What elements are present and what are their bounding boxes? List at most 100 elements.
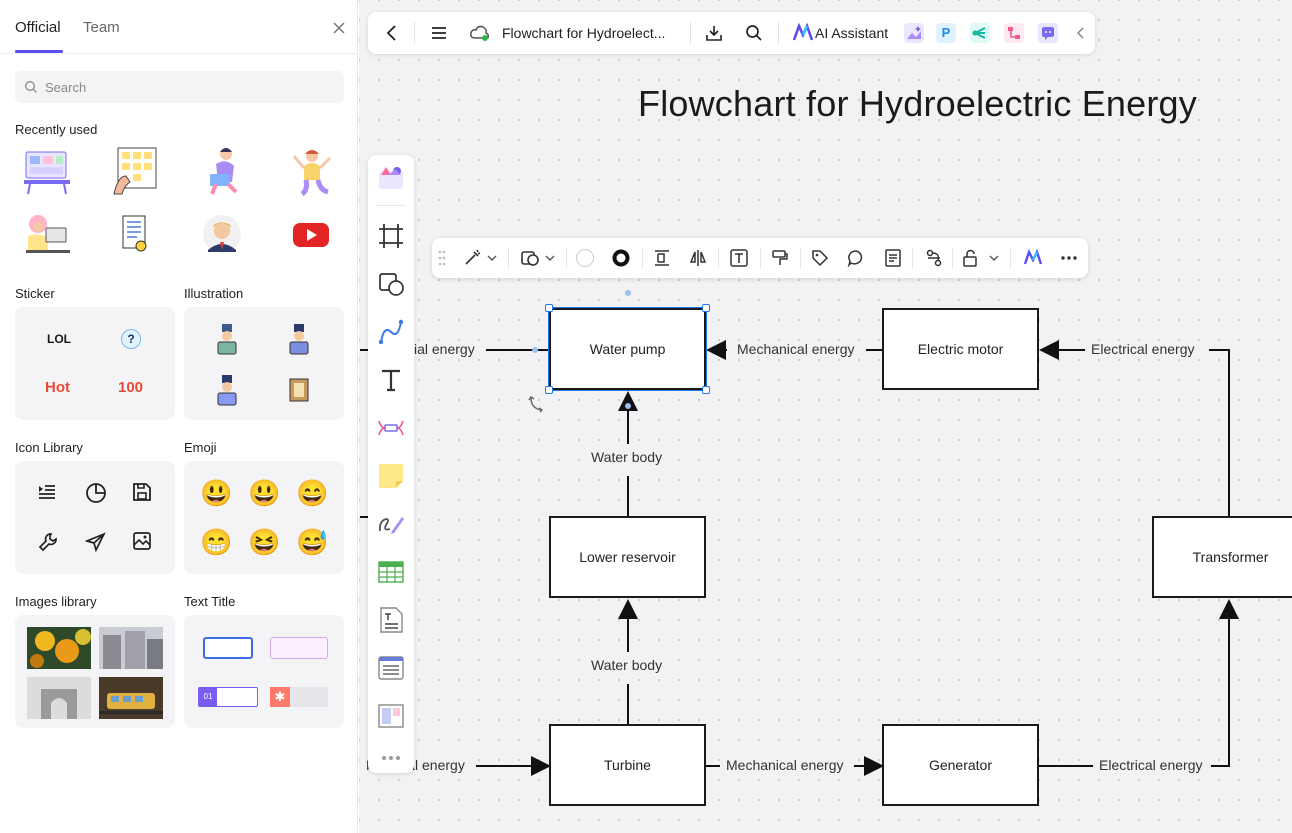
section-illustration: Illustration xyxy=(184,286,244,301)
back-icon[interactable] xyxy=(382,23,402,43)
illustration-card[interactable] xyxy=(184,307,344,420)
download-icon[interactable] xyxy=(704,23,724,43)
edge-label-water-body-1[interactable]: Water body xyxy=(587,449,667,465)
sticky-note-icon[interactable] xyxy=(376,461,406,491)
chat-plugin-icon[interactable] xyxy=(1038,23,1058,43)
image-autumn-leaves xyxy=(27,627,91,669)
save-icon xyxy=(133,483,151,501)
section-images-library: Images library xyxy=(15,594,97,609)
recent-illustration-dancing-person[interactable] xyxy=(290,144,334,196)
recent-illustration-document[interactable] xyxy=(121,214,149,254)
text-title-style-3: 01 xyxy=(198,687,258,707)
tag-icon[interactable] xyxy=(810,248,830,268)
collapse-chevron-icon[interactable] xyxy=(1072,23,1088,43)
shape-type-icon[interactable] xyxy=(520,248,540,268)
recent-illustration-person-laptop[interactable] xyxy=(202,144,246,196)
edge-label-potential-top[interactable]: ial energy xyxy=(410,341,479,357)
magic-style-icon[interactable] xyxy=(462,248,482,268)
lock-icon[interactable] xyxy=(960,248,980,268)
edge-label-mechanical-bottom[interactable]: Mechanical energy xyxy=(722,757,848,773)
connector-transformer-up xyxy=(1209,349,1230,516)
connect-point-left[interactable] xyxy=(532,347,538,353)
node-water-pump[interactable]: Water pump xyxy=(548,307,707,391)
more-tools-icon[interactable] xyxy=(376,743,406,773)
text-box-icon[interactable] xyxy=(376,605,406,635)
node-generator[interactable]: Generator xyxy=(882,724,1039,806)
mindmap-plugin-icon[interactable] xyxy=(970,23,990,43)
link-node-icon[interactable] xyxy=(924,248,944,268)
section-recently-used: Recently used xyxy=(15,122,98,137)
layout-icon[interactable] xyxy=(376,701,406,731)
recent-youtube-logo[interactable] xyxy=(292,221,330,249)
ai-logo-icon[interactable] xyxy=(792,23,814,43)
drag-handle-icon[interactable] xyxy=(438,250,446,266)
recent-illustration-sticky-wall[interactable] xyxy=(110,146,160,196)
flowchart-plugin-icon[interactable] xyxy=(1004,23,1024,43)
chevron-down-icon[interactable] xyxy=(988,248,1000,268)
recent-illustration-dashboard[interactable] xyxy=(22,146,72,196)
node-lower-reservoir[interactable]: Lower reservoir xyxy=(549,516,706,598)
divider xyxy=(414,22,415,44)
whiteboard-canvas[interactable] xyxy=(359,0,1292,833)
chevron-down-icon[interactable] xyxy=(544,248,556,268)
emoji-card[interactable]: 😃 😃 😄 😁 😆 😅 xyxy=(184,461,344,574)
tab-official[interactable]: Official xyxy=(15,19,61,36)
sticker-card[interactable]: LOL ? Hot 100 xyxy=(15,307,175,420)
shape-icon[interactable] xyxy=(376,269,406,299)
cloud-synced-icon xyxy=(470,25,489,41)
resize-handle-tl[interactable] xyxy=(545,304,553,312)
note-icon[interactable] xyxy=(883,248,903,268)
canvas-title[interactable]: Flowchart for Hydroelectric Energy xyxy=(638,83,1197,124)
ai-assistant-button[interactable]: AI Assistant xyxy=(815,25,889,41)
connector-line-icon[interactable] xyxy=(376,317,406,347)
templates-icon[interactable] xyxy=(376,163,406,193)
comment-icon[interactable] xyxy=(846,248,866,268)
chevron-down-icon[interactable] xyxy=(486,248,498,268)
connect-point-top[interactable] xyxy=(625,290,631,296)
more-options-icon[interactable] xyxy=(1059,248,1079,268)
text-tool-icon[interactable] xyxy=(376,365,406,395)
node-transformer[interactable]: Transformer xyxy=(1152,516,1292,598)
node-turbine[interactable]: Turbine xyxy=(549,724,706,806)
ai-image-plugin-icon[interactable] xyxy=(904,23,924,43)
list-card-icon[interactable] xyxy=(376,653,406,683)
document-title[interactable]: Flowchart for Hydroelect... xyxy=(502,25,666,41)
connect-point-bottom[interactable] xyxy=(625,403,631,409)
resize-handle-tr[interactable] xyxy=(702,304,710,312)
recent-avatar-man[interactable] xyxy=(202,214,242,254)
edge-label-water-body-2[interactable]: Water body xyxy=(587,657,667,673)
image-icon xyxy=(133,532,151,550)
images-library-card[interactable] xyxy=(15,615,175,728)
table-icon[interactable] xyxy=(376,557,406,587)
pen-tool-icon[interactable] xyxy=(376,509,406,539)
search-icon[interactable] xyxy=(744,23,764,43)
frame-icon[interactable] xyxy=(376,221,406,251)
align-icon[interactable] xyxy=(652,248,672,268)
text-title-card[interactable]: 01 ✱ xyxy=(184,615,344,728)
emoji-6: 😅 xyxy=(296,527,329,557)
search-input[interactable] xyxy=(45,71,335,103)
recent-illustration-person-desk[interactable] xyxy=(22,210,72,258)
p-plugin-icon[interactable]: P xyxy=(936,23,956,43)
resize-handle-br[interactable] xyxy=(702,386,710,394)
flip-icon[interactable] xyxy=(688,248,708,268)
sticker-hot: Hot xyxy=(45,379,70,396)
tab-team[interactable]: Team xyxy=(83,19,120,36)
rotate-icon[interactable] xyxy=(527,394,547,414)
mindmap-tool-icon[interactable] xyxy=(376,413,406,443)
border-color-icon[interactable] xyxy=(611,248,631,268)
fill-color-icon[interactable] xyxy=(575,248,595,268)
edge-label-electrical-top[interactable]: Electrical energy xyxy=(1087,341,1199,357)
ai-logo-icon[interactable] xyxy=(1023,248,1043,268)
text-format-icon[interactable] xyxy=(729,248,749,268)
sticker-lol: LOL xyxy=(47,332,71,346)
edge-label-mechanical-top[interactable]: Mechanical energy xyxy=(733,341,859,357)
node-electric-motor[interactable]: Electric motor xyxy=(882,308,1039,390)
format-painter-icon[interactable] xyxy=(770,248,790,268)
panel-tabs: Official Team xyxy=(0,0,358,54)
edge-label-electrical-bottom[interactable]: Electrical energy xyxy=(1095,757,1207,773)
resize-handle-bl[interactable] xyxy=(545,386,553,394)
close-icon[interactable] xyxy=(331,20,347,36)
menu-icon[interactable] xyxy=(429,23,449,43)
icon-library-card[interactable] xyxy=(15,461,175,574)
